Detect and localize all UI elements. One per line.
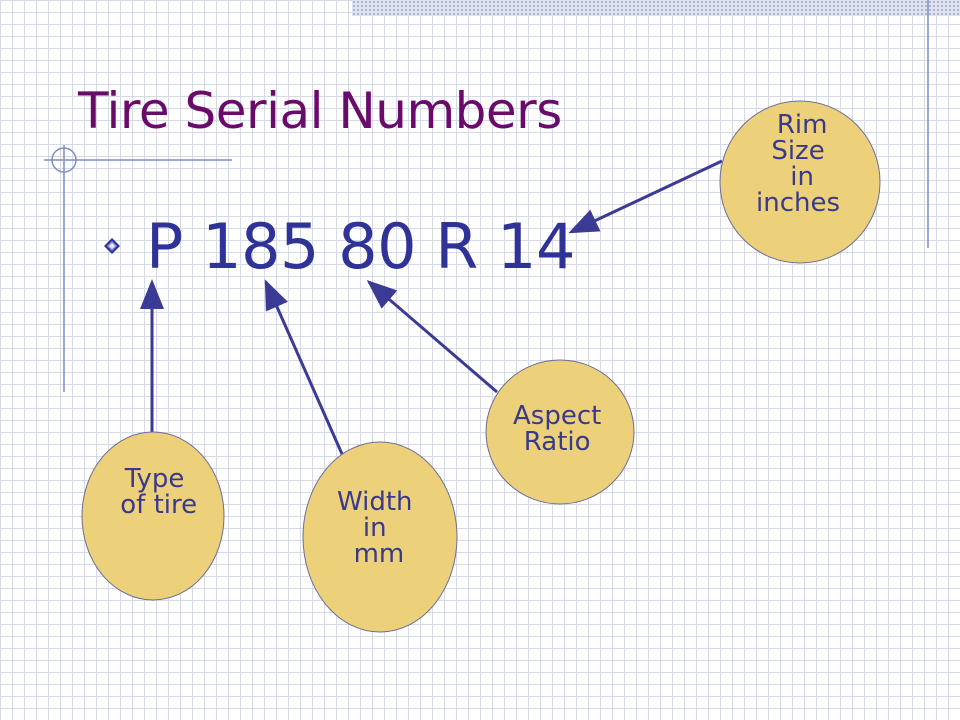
ornament-circle xyxy=(51,147,77,173)
bubble-aspect-ratio xyxy=(485,359,635,505)
arrow-width xyxy=(264,279,344,455)
slide-title: Tire Serial Numbers xyxy=(78,82,562,140)
bubble-width xyxy=(302,441,458,633)
label-aspect-ratio: Aspect Ratio xyxy=(513,401,602,457)
label-rim-size: Rim Size in inches xyxy=(756,110,841,218)
bubble-rim-size xyxy=(719,100,881,264)
tire-serial-number: P 185 80 R 14 xyxy=(146,209,575,283)
arrow-aspect-ratio xyxy=(366,280,498,394)
serial-bullet: P 185 80 R 14 xyxy=(104,208,575,284)
bubble-type-of-tire xyxy=(81,431,225,601)
arrow-rim-size xyxy=(568,159,723,234)
header-band xyxy=(352,0,960,16)
label-type-of-tire: Type of tire xyxy=(120,464,198,520)
diamond-bullet-icon xyxy=(104,238,120,254)
label-width: Width in mm xyxy=(337,487,413,569)
